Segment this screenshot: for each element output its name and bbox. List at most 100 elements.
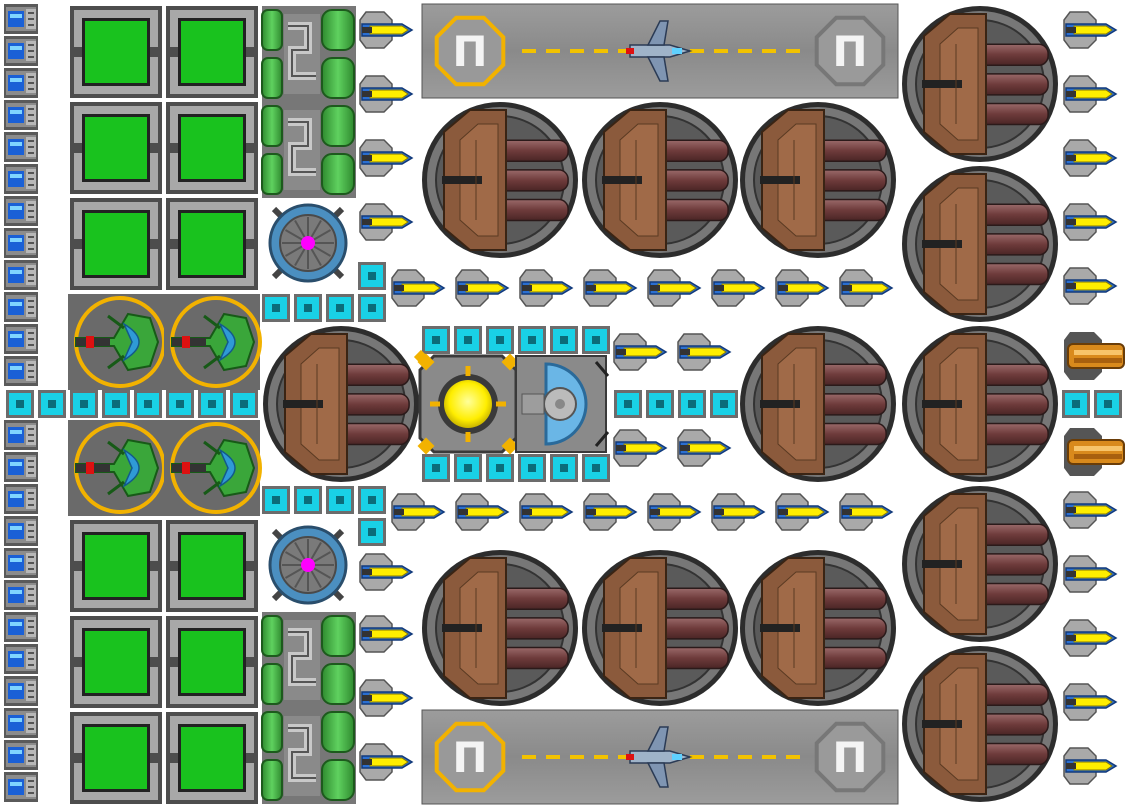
- thruster-icon: [775, 493, 830, 531]
- reactor-core-icon[interactable]: [413, 349, 519, 455]
- hangar-marking: Π: [832, 733, 867, 782]
- thruster-icon: [1063, 491, 1118, 529]
- battery-cell-icon: [4, 516, 38, 546]
- thruster-icon: [359, 75, 414, 113]
- triple-cannon-turret-icon[interactable]: [902, 646, 1058, 802]
- triple-cannon-turret-icon[interactable]: [582, 102, 738, 258]
- battery-cell-icon: [4, 260, 38, 290]
- orange-cannon-icon[interactable]: [1064, 332, 1125, 380]
- thruster-icon: [1063, 203, 1118, 241]
- jet-craft-icon[interactable]: [626, 726, 693, 788]
- triple-cannon-turret-icon[interactable]: [582, 550, 738, 706]
- green-fighter-icon[interactable]: [68, 294, 166, 390]
- solar-panel-icon: [70, 198, 162, 290]
- conduit-icon: [166, 390, 194, 418]
- conduit-icon: [550, 454, 578, 482]
- conduit-icon: [1062, 390, 1090, 418]
- thruster-icon: [677, 429, 732, 467]
- thruster-icon: [775, 269, 830, 307]
- radar-dish-icon[interactable]: [268, 525, 348, 605]
- conduit-icon: [1094, 390, 1122, 418]
- triple-cannon-turret-icon[interactable]: [902, 166, 1058, 322]
- thruster-icon: [1063, 11, 1118, 49]
- battery-cell-icon: [4, 228, 38, 258]
- triple-cannon-turret-icon[interactable]: [263, 326, 419, 482]
- shield-generator-icon[interactable]: [515, 355, 610, 453]
- thruster-icon: [359, 615, 414, 653]
- conduit-icon: [614, 390, 642, 418]
- thruster-icon: [647, 269, 702, 307]
- triple-cannon-turret-icon[interactable]: [422, 550, 578, 706]
- thruster-icon: [1063, 555, 1118, 593]
- thruster-icon: [1063, 747, 1118, 785]
- green-fighter-icon[interactable]: [164, 294, 262, 390]
- conduit-icon: [518, 326, 546, 354]
- hangar-marking: Π: [452, 27, 487, 76]
- thruster-icon: [583, 493, 638, 531]
- coolant-tank-icon: [261, 102, 356, 198]
- triple-cannon-turret-icon[interactable]: [422, 102, 578, 258]
- thruster-icon: [711, 493, 766, 531]
- conduit-icon: [6, 390, 34, 418]
- battery-cell-icon: [4, 292, 38, 322]
- conduit-icon: [358, 486, 386, 514]
- triple-cannon-turret-icon[interactable]: [902, 6, 1058, 162]
- conduit-icon: [102, 390, 130, 418]
- solar-panel-icon: [70, 102, 162, 194]
- coolant-tank-icon: [261, 612, 356, 708]
- conduit-icon: [358, 518, 386, 546]
- triple-cannon-turret-icon[interactable]: [740, 102, 896, 258]
- triple-cannon-turret-icon[interactable]: [902, 486, 1058, 642]
- solar-panel-icon: [166, 616, 258, 708]
- conduit-icon: [70, 390, 98, 418]
- triple-cannon-turret-icon[interactable]: [740, 326, 896, 482]
- jet-craft-icon[interactable]: [626, 20, 693, 82]
- green-fighter-icon[interactable]: [68, 420, 166, 516]
- battery-cell-icon: [4, 708, 38, 738]
- solar-panel-icon: [166, 102, 258, 194]
- thruster-icon: [359, 743, 414, 781]
- conduit-icon: [294, 486, 322, 514]
- battery-cell-icon: [4, 132, 38, 162]
- thruster-icon: [1063, 619, 1118, 657]
- battery-cell-icon: [4, 676, 38, 706]
- solar-panel-icon: [70, 520, 162, 612]
- conduit-icon: [198, 390, 226, 418]
- hangar-marking: Π: [452, 733, 487, 782]
- thruster-icon: [677, 333, 732, 371]
- battery-cell-icon: [4, 36, 38, 66]
- conduit-icon: [422, 326, 450, 354]
- battery-cell-icon: [4, 772, 38, 802]
- conduit-icon: [454, 454, 482, 482]
- thruster-icon: [519, 493, 574, 531]
- triple-cannon-turret-icon[interactable]: [740, 550, 896, 706]
- thruster-icon: [391, 493, 446, 531]
- radar-dish-icon[interactable]: [268, 203, 348, 283]
- battery-cell-icon: [4, 196, 38, 226]
- conduit-icon: [678, 390, 706, 418]
- solar-panel-icon: [166, 6, 258, 98]
- battery-cell-icon: [4, 484, 38, 514]
- battery-cell-icon: [4, 324, 38, 354]
- thruster-icon: [1063, 139, 1118, 177]
- conduit-icon: [326, 294, 354, 322]
- battery-cell-icon: [4, 420, 38, 450]
- coolant-tank-icon: [261, 708, 356, 804]
- solar-panel-icon: [70, 712, 162, 804]
- conduit-icon: [230, 390, 258, 418]
- green-fighter-icon[interactable]: [164, 420, 262, 516]
- thruster-icon: [613, 333, 668, 371]
- battery-cell-icon: [4, 4, 38, 34]
- conduit-icon: [486, 454, 514, 482]
- conduit-icon: [582, 326, 610, 354]
- battery-cell-icon: [4, 612, 38, 642]
- conduit-icon: [454, 326, 482, 354]
- orange-cannon-icon[interactable]: [1064, 428, 1125, 476]
- thruster-icon: [455, 269, 510, 307]
- conduit-icon: [486, 326, 514, 354]
- triple-cannon-turret-icon[interactable]: [902, 326, 1058, 482]
- battery-cell-icon: [4, 740, 38, 770]
